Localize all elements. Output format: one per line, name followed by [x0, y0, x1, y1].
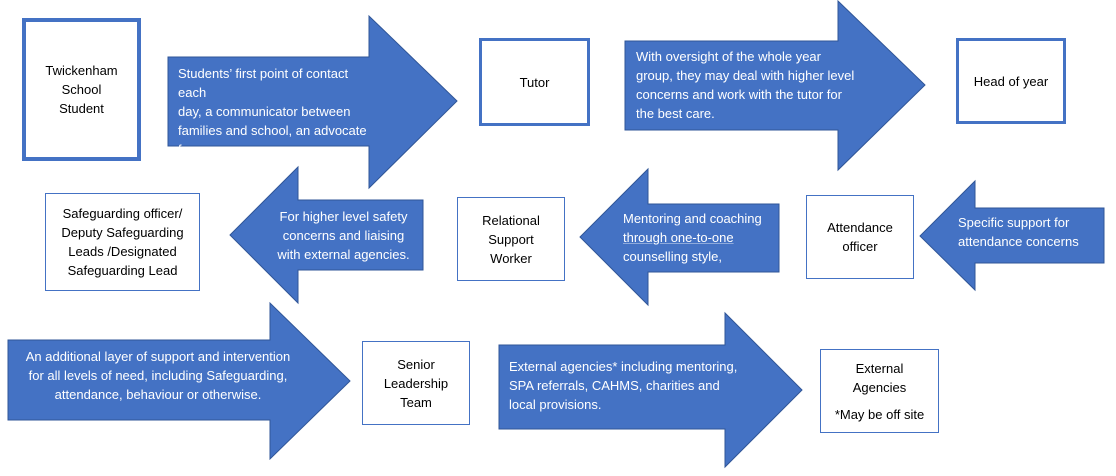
arrow-text-line: attendance concerns — [958, 234, 1079, 249]
senior-leadership-box: Senior Leadership Team — [362, 341, 470, 425]
arrow-text-line: External agencies* including mentoring, — [509, 359, 738, 374]
external-agencies-box: External Agencies *May be off site — [820, 349, 939, 433]
arrow-text-line: SPA referrals, CAHMS, charities and — [509, 378, 720, 393]
student-box-line: Twickenham — [45, 63, 118, 78]
head-of-year-box: Head of year — [956, 38, 1066, 124]
relational-support-box-line: Support — [488, 231, 534, 247]
student-box: Twickenham School Student — [22, 18, 141, 161]
arrow-safety-text: For higher level safety concerns and lia… — [266, 207, 421, 264]
student-box-line: School — [61, 82, 102, 97]
arrow-text-line: local provisions. — [509, 397, 602, 412]
arrow-text-line: For higher level safety — [279, 209, 408, 224]
relational-support-box-line: Relational — [482, 212, 540, 228]
relational-support-box-line: Worker — [490, 250, 532, 266]
arrow-text-line: the best care. — [636, 106, 715, 121]
arrow-additional-layer-text: An additional layer of support and inter… — [10, 347, 306, 404]
tutor-box-label: Tutor — [519, 74, 550, 90]
arrow-text-line: Specific support for — [958, 215, 1070, 230]
arrow-text-line: families and school, an advocate for — [178, 123, 367, 157]
arrow-tutor-to-head-of-year — [624, 0, 926, 172]
external-agencies-box-line: External — [855, 360, 904, 376]
arrow-text-line: their tutor group. — [178, 161, 274, 176]
arrow-text-line: group, they may deal with higher level — [636, 68, 855, 83]
arrow-tutor-to-head-text: With oversight of the whole year group, … — [636, 47, 866, 123]
arrow-external-agencies — [498, 311, 803, 469]
student-box-line: Student — [59, 101, 104, 116]
arrow-text-line: day, a communicator between — [178, 104, 351, 119]
arrow-additional-layer — [7, 301, 351, 461]
senior-leadership-box-line: Leadership — [383, 375, 449, 391]
arrow-text-line: for all levels of need, including Safegu… — [28, 368, 288, 383]
arrow-student-to-tutor-text: Students’ first point of contact each da… — [178, 64, 378, 178]
arrow-text-line: concerns and liaising — [282, 228, 405, 243]
arrow-external-agencies-text: External agencies* including mentoring, … — [509, 357, 759, 414]
external-agencies-box-line: Agencies — [852, 379, 907, 395]
attendance-officer-box-line: officer — [842, 239, 878, 254]
arrow-mentoring — [579, 167, 780, 307]
arrow-text-line: Students’ first point of contact each — [178, 66, 349, 100]
arrow-text-line: An additional layer of support and inter… — [25, 349, 291, 364]
arrow-text-line: with external agencies. — [277, 247, 410, 262]
safeguarding-box-line: Safeguarding officer/ — [62, 206, 183, 221]
arrow-attendance-support — [919, 179, 1105, 292]
arrow-mentoring-text: Mentoring and coaching through one-to-on… — [623, 209, 778, 266]
external-agencies-box-note: *May be off site — [834, 406, 925, 422]
safeguarding-box-line: Deputy Safeguarding — [61, 225, 184, 240]
senior-leadership-box-line: Senior — [397, 356, 435, 372]
arrow-student-to-tutor — [167, 14, 458, 190]
safeguarding-box-line: Leads /Designated — [68, 244, 177, 259]
senior-leadership-box-line: Team — [400, 394, 432, 410]
arrow-text-line: Mentoring and coaching — [623, 211, 762, 226]
arrow-text-line: attendance, behaviour or otherwise. — [54, 387, 262, 402]
safeguarding-box: Safeguarding officer/ Deputy Safeguardin… — [45, 193, 200, 291]
safeguarding-box-line: Safeguarding Lead — [67, 263, 178, 278]
arrow-text-line: through one-to-one — [623, 230, 734, 245]
head-of-year-box-label: Head of year — [973, 73, 1049, 89]
attendance-officer-box-line: Attendance — [827, 220, 893, 235]
arrow-text-line: concerns and work with the tutor for — [636, 87, 842, 102]
attendance-officer-box: Attendance officer — [806, 195, 914, 279]
relational-support-box: Relational Support Worker — [457, 197, 565, 281]
arrow-attendance-support-text: Specific support for attendance concerns — [958, 213, 1098, 251]
arrow-text-line: With oversight of the whole year — [636, 49, 821, 64]
arrow-text-line: counselling style, — [623, 249, 722, 264]
arrow-safety — [229, 165, 424, 305]
tutor-box: Tutor — [479, 38, 590, 126]
